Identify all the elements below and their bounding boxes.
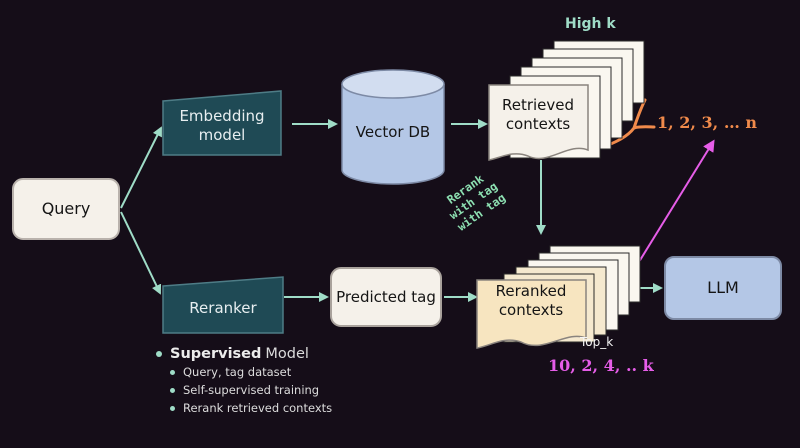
reranker-node: Reranker (162, 276, 284, 334)
bullet-item-text: Self-supervised training (183, 383, 320, 397)
bullet-item: Self-supervised training (170, 383, 332, 397)
reranker-label: Reranker (189, 298, 257, 317)
bullet-dot-icon (170, 387, 175, 393)
arrow-query-to-reranker (120, 211, 162, 295)
predicted-tag-node: Predicted tag (330, 267, 442, 327)
retrieved-contexts-label: Retrieved contexts (501, 96, 575, 133)
vector-db-label: Vector DB (355, 122, 431, 141)
database-cylinder-icon (341, 69, 445, 185)
reranker-shape (162, 276, 284, 334)
top-k-label: Top_k (580, 335, 614, 349)
bullet-item-text: Query, tag dataset (183, 365, 292, 379)
llm-node: LLM (664, 256, 782, 320)
embedding-model-shape (162, 90, 282, 156)
bullet-item-text: Rerank retrieved contexts (183, 401, 333, 415)
bullet-dot-icon (170, 369, 175, 375)
reranked-contexts-label: Reranked contexts (495, 282, 567, 319)
embedding-model-label: Embedding model (179, 107, 265, 144)
reranked-contexts-node: Reranked contexts (476, 232, 646, 352)
supervised-model-notes: Supervised Model Query, tag dataset Self… (156, 346, 332, 419)
bullet-title: Supervised Model (156, 346, 332, 362)
high-k-label: High k (565, 16, 616, 32)
bullet-title-bold: Supervised (170, 346, 262, 362)
bullet-item: Query, tag dataset (170, 365, 332, 379)
retrieved-sequence: 1, 2, 3, … n (657, 113, 758, 132)
arrow-query-to-embedding (120, 126, 162, 209)
query-node: Query (12, 178, 120, 240)
document-stack-icon (488, 40, 645, 161)
embedding-model-node: Embedding model (162, 90, 282, 156)
bullet-dot-icon (170, 405, 175, 411)
bullet-item: Rerank retrieved contexts (170, 401, 332, 415)
reranked-sequence: 10, 2, 4, .. k (548, 356, 654, 375)
bullet-title-rest: Model (265, 346, 309, 362)
vector-db-node: Vector DB (340, 68, 446, 186)
bullet-dot-icon (156, 351, 162, 357)
document-stack-icon (476, 245, 641, 349)
retrieved-contexts-node: Retrieved contexts (488, 38, 648, 168)
